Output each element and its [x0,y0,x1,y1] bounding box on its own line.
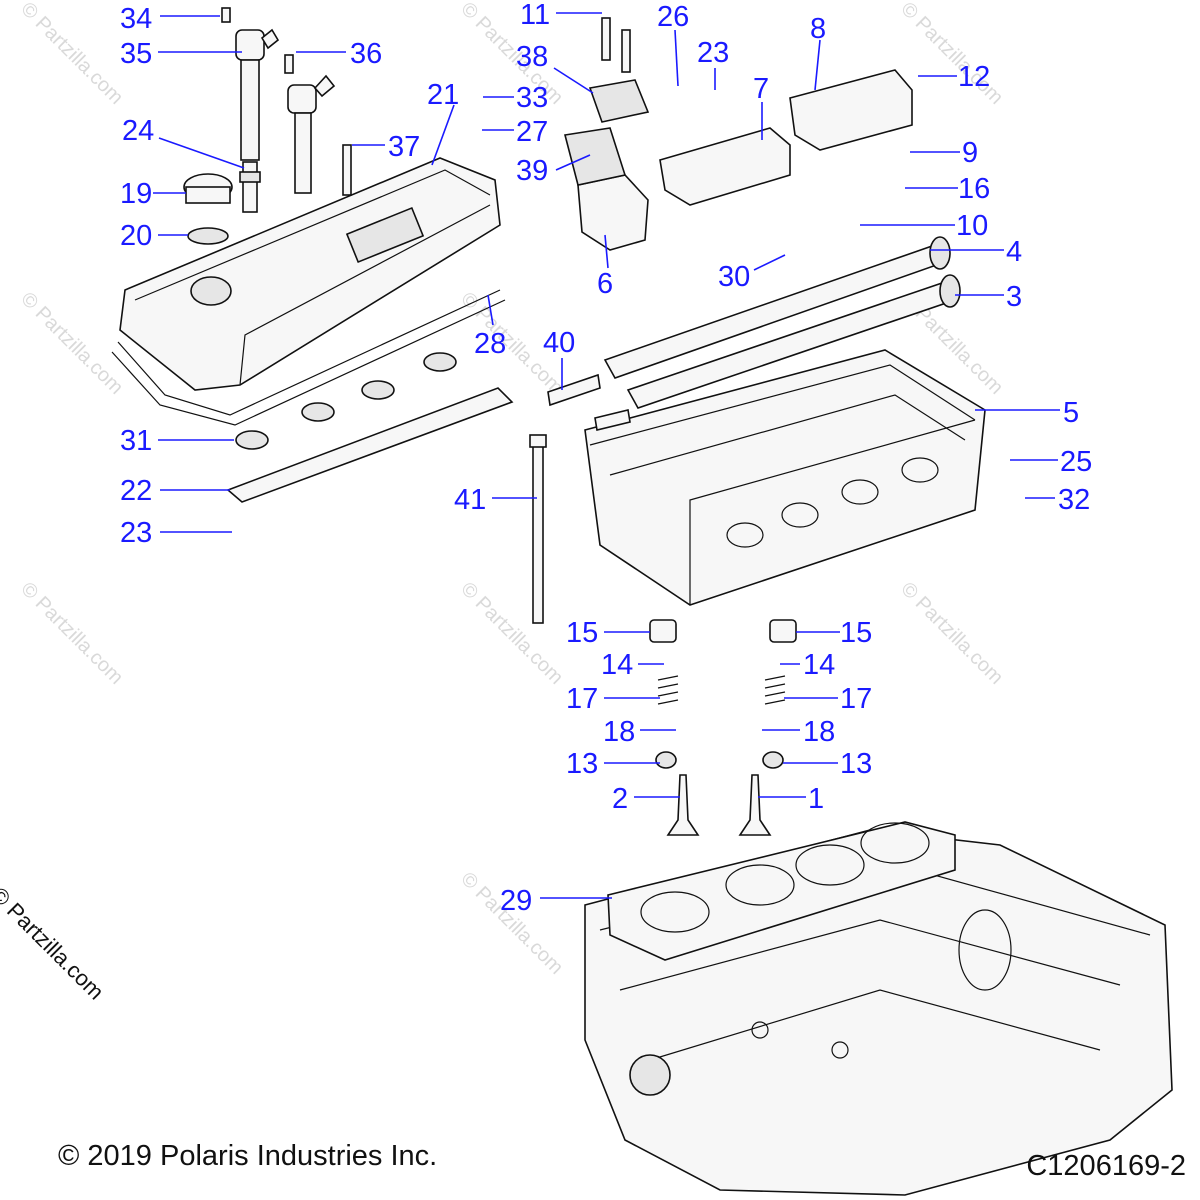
callout-13-right: 13 [840,748,872,780]
callout-30: 30 [718,261,750,293]
callout-36: 36 [350,38,382,70]
callout-17-left: 17 [566,683,598,715]
callout-7: 7 [753,73,769,105]
watermark-text: © Partzilla.com [896,578,1007,689]
ignition-coils [235,28,336,194]
callout-1: 1 [808,783,824,815]
callout-22: 22 [120,475,152,507]
callout-3: 3 [1006,281,1022,313]
callout-14-right: 14 [803,649,835,681]
callout-19: 19 [120,178,152,210]
figure-id: C1206169-2 [1026,1150,1186,1182]
callout-12: 12 [958,61,990,93]
callout-8: 8 [810,13,826,45]
callout-11: 11 [520,0,550,31]
callout-33: 33 [516,82,548,114]
callout-26: 26 [657,1,689,33]
callout-10: 10 [956,210,988,242]
leader-lines [153,12,1060,899]
watermark-text: © Partzilla.com [456,578,567,689]
callout-6: 6 [597,268,613,300]
callout-14-left: 14 [601,649,633,681]
callout-13-left: 13 [566,748,598,780]
callout-9: 9 [962,137,978,169]
watermark-text: © Partzilla.com [16,0,127,109]
cam-caps [564,69,913,251]
callout-16: 16 [958,173,990,205]
callout-5: 5 [1063,397,1079,429]
callout-31: 31 [120,425,152,457]
valve-cover-gasket [111,289,506,426]
callout-21: 21 [427,79,459,111]
callout-35: 35 [120,38,152,70]
watermark-text: © Partzilla.com [16,288,127,399]
head-gasket [607,821,956,961]
watermark-text: © Partzilla.com [896,0,1007,109]
callout-labels: 34 35 36 11 26 23 8 12 38 33 21 27 7 24 … [120,0,1092,917]
callout-25: 25 [1060,446,1092,478]
watermark-text: © Partzilla.com [456,0,567,109]
oil-fill-cap [183,173,233,245]
bolts [221,7,631,624]
callout-18-right: 18 [803,716,835,748]
callout-27: 27 [516,116,548,148]
callout-15-right: 15 [840,617,872,649]
callout-37: 37 [388,131,420,163]
cylinder-head [584,349,986,606]
callout-34: 34 [120,3,152,35]
callout-4: 4 [1006,236,1022,268]
callout-28: 28 [474,328,506,360]
callout-38: 38 [516,41,548,73]
spark-plug [239,161,261,213]
spark-plug-gasket-plate [226,352,514,503]
callout-41: 41 [454,484,486,516]
callout-17-right: 17 [840,683,872,715]
valves-and-springs [649,619,797,836]
valve-cover [119,157,501,391]
callout-24: 24 [122,115,154,147]
camshafts [603,236,961,409]
callout-2: 2 [612,783,628,815]
callout-20: 20 [120,220,152,252]
callout-40: 40 [543,327,575,359]
callout-15-left: 15 [566,617,598,649]
callout-23-top: 23 [697,37,729,69]
callout-23-left: 23 [120,517,152,549]
callout-32: 32 [1058,484,1090,516]
callout-39: 39 [516,155,548,187]
watermark-text: © Partzilla.com [16,578,127,689]
callout-18-left: 18 [603,716,635,748]
callout-29: 29 [500,885,532,917]
copyright-notice: © 2019 Polaris Industries Inc. [58,1140,438,1172]
